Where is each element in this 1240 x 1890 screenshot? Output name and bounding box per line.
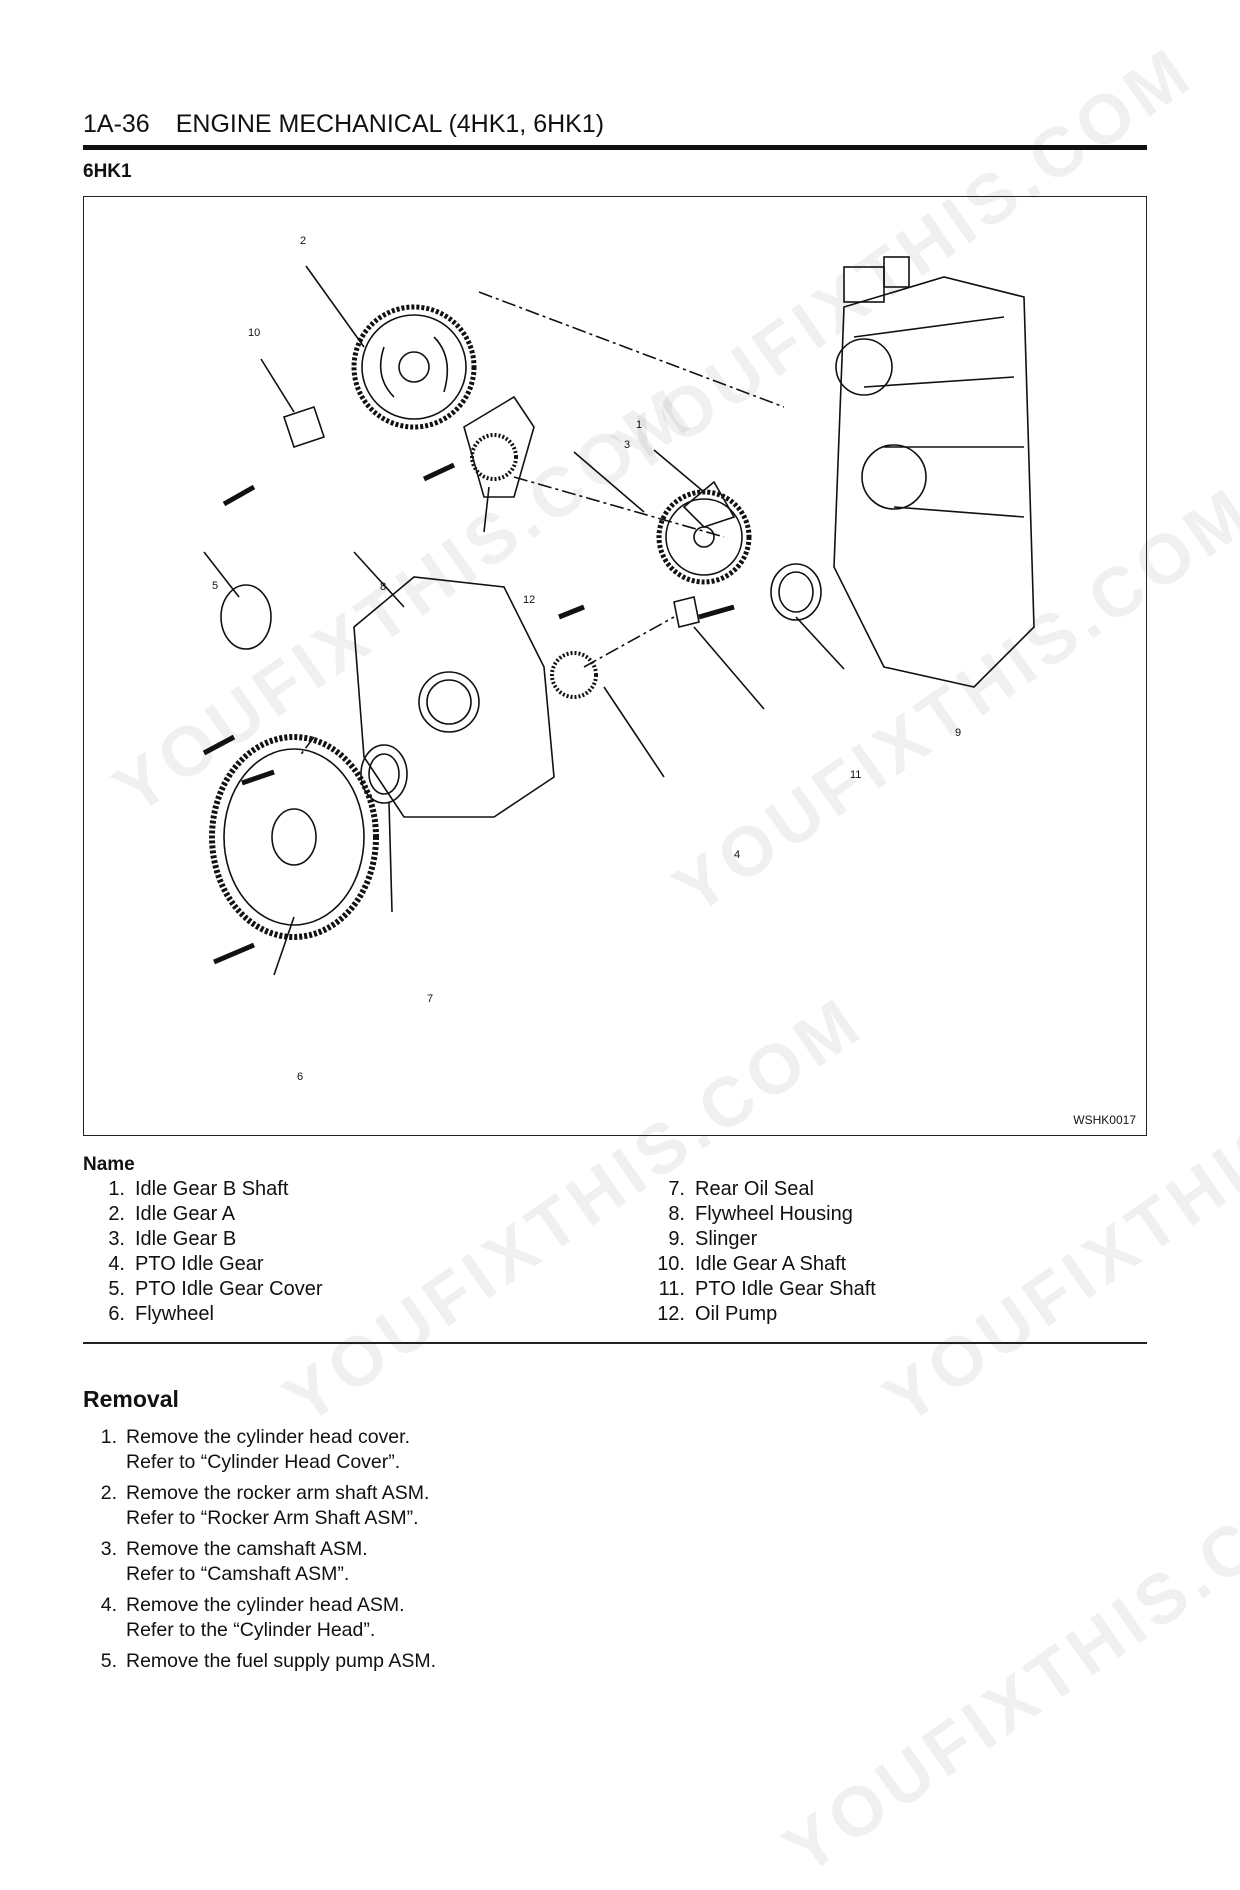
legend-label: PTO Idle Gear (135, 1253, 264, 1275)
callout-6: 6 (297, 1071, 304, 1083)
removal-step: 1. Remove the cylinder head cover. Refer t… (95, 1425, 410, 1475)
idle-gear-b (656, 489, 752, 585)
callout-11: 11 (850, 769, 862, 781)
legend-number: 4. (108, 1253, 125, 1275)
slinger (770, 563, 822, 621)
step-number: 1. (100, 1426, 117, 1448)
figure-id: WSHK0017 (1073, 1113, 1136, 1127)
removal-step: 5. Remove the fuel supply pump ASM. (95, 1649, 436, 1674)
step-number: 5. (100, 1650, 117, 1672)
callout-10: 10 (248, 327, 261, 339)
legend-number: 1. (108, 1178, 125, 1200)
legend-label: Flywheel (135, 1303, 214, 1325)
legend-item: 6. Flywheel (95, 1303, 214, 1326)
legend-number: 12. (657, 1303, 685, 1325)
exploded-diagram: 2 10 1 3 5 8 12 9 11 4 7 6 WSHK0017 (83, 196, 1147, 1136)
step-reference: Refer to the “Cylinder Head”. (126, 1619, 376, 1641)
legend-number: 6. (108, 1303, 125, 1325)
legend-item: 7. Rear Oil Seal (655, 1178, 814, 1201)
pto-cover (220, 584, 272, 650)
step-text: Remove the camshaft ASM. (126, 1538, 368, 1560)
legend-item: 2. Idle Gear A (95, 1203, 235, 1226)
diagram-drawing (202, 256, 1035, 976)
legend-label: Flywheel Housing (695, 1203, 853, 1225)
callout-8: 8 (380, 581, 387, 593)
callout-3: 3 (624, 439, 631, 451)
legend-label: Idle Gear B (135, 1228, 237, 1250)
pto-shaft (673, 596, 700, 628)
callout-7: 7 (427, 993, 434, 1005)
legend-label: Idle Gear B Shaft (135, 1178, 289, 1200)
flywheel (209, 734, 379, 940)
legend-number: 8. (668, 1203, 685, 1225)
step-reference: Refer to “Cylinder Head Cover”. (126, 1451, 401, 1473)
callout-1: 1 (636, 419, 643, 431)
legend-number: 3. (108, 1228, 125, 1250)
callout-9: 9 (955, 727, 962, 739)
legend-item: 3. Idle Gear B (95, 1228, 236, 1251)
flywheel-housing (353, 576, 555, 818)
page-header: 1A-36 ENGINE MECHANICAL (4HK1, 6HK1) (83, 110, 604, 139)
legend-rule (83, 1342, 1147, 1344)
page-title: ENGINE MECHANICAL (4HK1, 6HK1) (175, 110, 605, 138)
removal-heading: Removal (83, 1386, 179, 1412)
step-reference: Refer to “Camshaft ASM”. (126, 1563, 350, 1585)
header-rule (83, 145, 1147, 150)
callout-4: 4 (734, 849, 741, 861)
legend-label: Idle Gear A (135, 1203, 236, 1225)
section-label: 6HK1 (83, 161, 132, 182)
idle-gear-a-shaft (282, 405, 326, 449)
removal-step: 3. Remove the camshaft ASM. Refer to “Cams… (95, 1537, 368, 1587)
pto-idle-gear (550, 651, 598, 699)
removal-step: 2. Remove the rocker arm shaft ASM. Refer … (95, 1481, 430, 1531)
legend-number: 7. (668, 1178, 685, 1200)
legend-item: 11. PTO Idle Gear Shaft (655, 1278, 876, 1301)
legend-item: 4. PTO Idle Gear (95, 1253, 264, 1276)
legend-item: 8. Flywheel Housing (655, 1203, 853, 1226)
legend-label: Idle Gear A Shaft (695, 1253, 847, 1275)
step-text: Remove the cylinder head ASM. (126, 1594, 405, 1616)
legend-number: 11. (658, 1278, 685, 1300)
idle-gear-a (351, 304, 477, 430)
step-number: 3. (100, 1538, 117, 1560)
legend-number: 2. (108, 1203, 125, 1225)
legend-number: 10. (657, 1253, 685, 1275)
step-number: 4. (100, 1594, 117, 1616)
legend-item: 9. Slinger (655, 1228, 757, 1251)
removal-step: 4. Remove the cylinder head ASM. Refer to … (95, 1593, 405, 1643)
legend-item: 12. Oil Pump (655, 1303, 777, 1326)
legend-label: PTO Idle Gear Cover (135, 1278, 323, 1300)
step-text: Remove the cylinder head cover. (126, 1426, 410, 1448)
legend-label: Oil Pump (695, 1303, 778, 1325)
step-number: 2. (100, 1482, 117, 1504)
legend-item: 5. PTO Idle Gear Cover (95, 1278, 322, 1301)
step-text: Remove the rocker arm shaft ASM. (126, 1482, 430, 1504)
legend-number: 5. (108, 1278, 125, 1300)
step-reference: Refer to “Rocker Arm Shaft ASM”. (126, 1507, 419, 1529)
callout-2: 2 (300, 235, 307, 247)
legend-item: 1. Idle Gear B Shaft (95, 1178, 288, 1201)
legend-label: PTO Idle Gear Shaft (695, 1278, 876, 1300)
engine-block (833, 256, 1035, 688)
callout-5: 5 (212, 580, 219, 592)
legend-label: Slinger (695, 1228, 758, 1250)
legend-item: 10. Idle Gear A Shaft (655, 1253, 846, 1276)
watermark: YOUFIXTHIS.COM (769, 1431, 1240, 1889)
idle-gear-b-shaft (682, 480, 736, 528)
page-number: 1A-36 (83, 110, 150, 138)
legend-number: 9. (668, 1228, 685, 1250)
step-text: Remove the fuel supply pump ASM. (126, 1650, 436, 1672)
callout-12: 12 (523, 594, 536, 606)
legend-label: Rear Oil Seal (695, 1178, 814, 1200)
oil-pump (463, 395, 535, 498)
legend-heading: Name (83, 1154, 135, 1175)
